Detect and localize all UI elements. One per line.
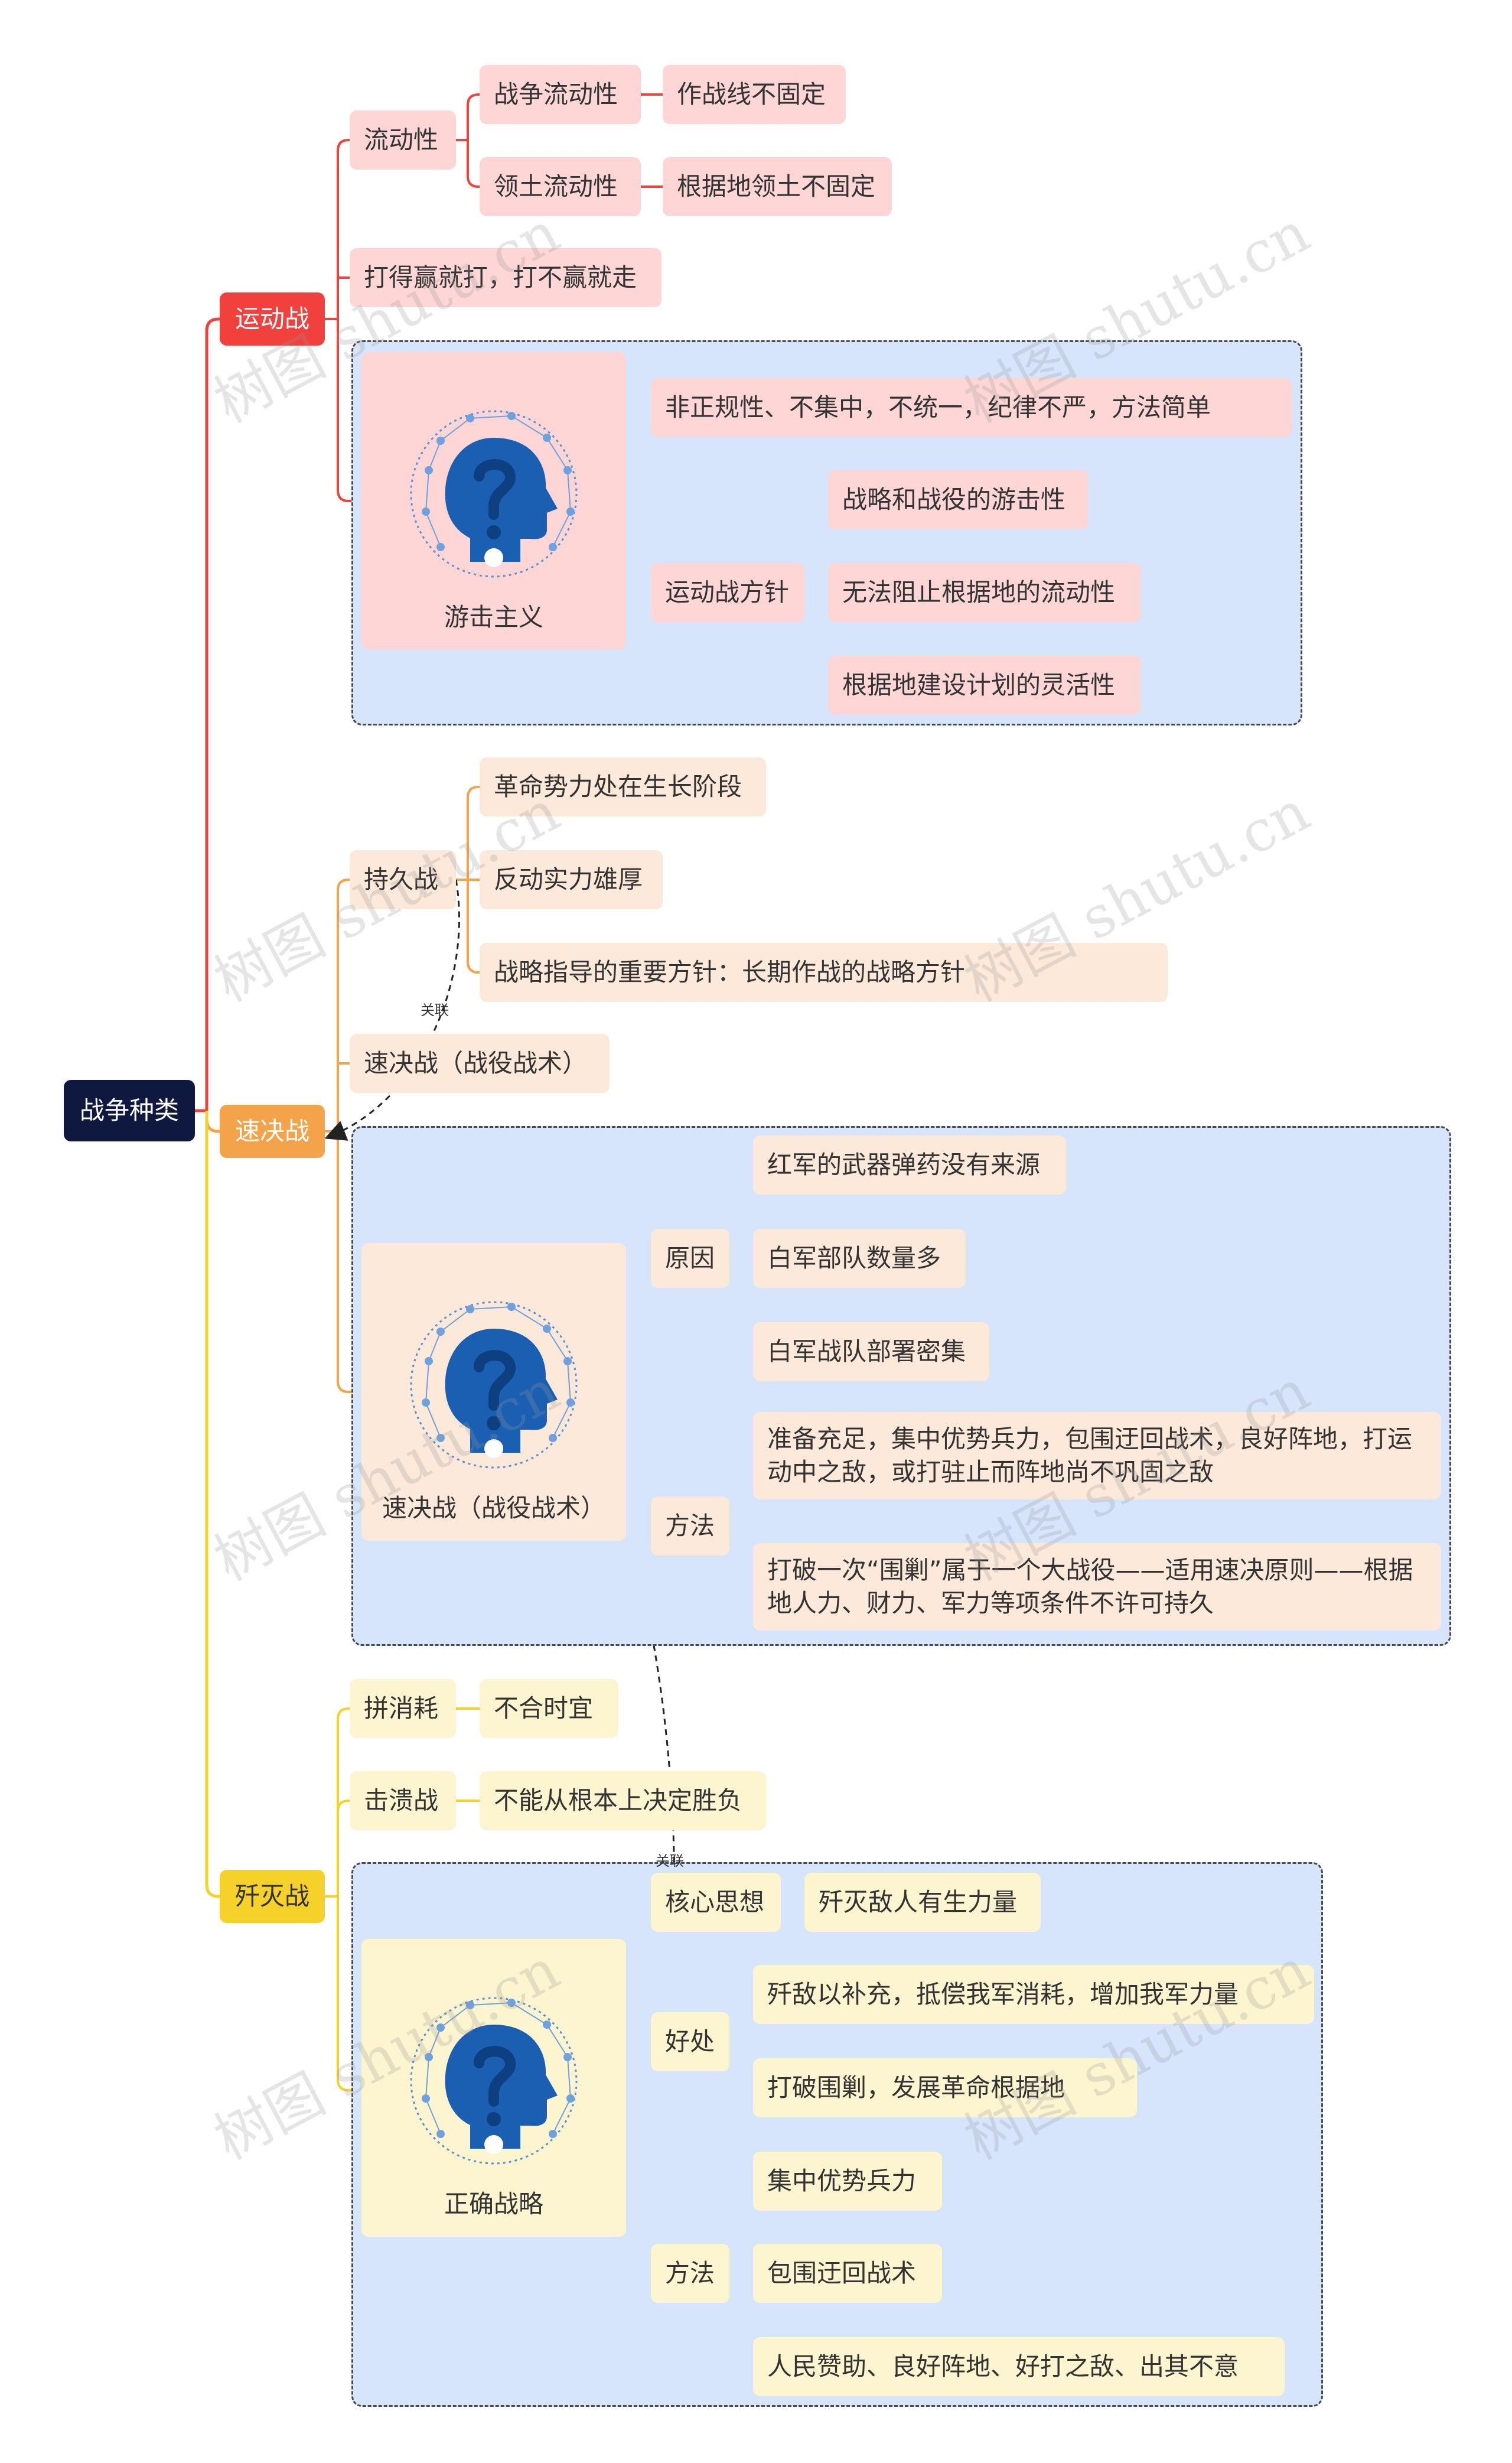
node-protracted-item-3[interactable]: 战略指导的重要方针：长期作战的战略方针 [480, 943, 1168, 1002]
node-protracted-item-1[interactable]: 革命势力处在生长阶段 [480, 757, 766, 816]
node-jm-method-item-2[interactable]: 包围迂回战术 [753, 2244, 942, 2303]
node-jm-method-item-3[interactable]: 人民赞助、良好阵地、好打之敌、出其不意 [753, 2337, 1285, 2396]
node-reason-item-1[interactable]: 红军的武器弹药没有来源 [753, 1135, 1066, 1195]
card-label: 游击主义 [444, 603, 543, 632]
card-label: 正确战略 [444, 2189, 543, 2218]
node-territory-mobility[interactable]: 领土流动性 [480, 157, 641, 216]
head-question-icon [410, 410, 578, 578]
node-protracted-item-2[interactable]: 反动实力雄厚 [480, 850, 663, 909]
node-attrition-child[interactable]: 不合时宜 [480, 1679, 618, 1738]
node-reason-item-2[interactable]: 白军部队数量多 [753, 1229, 966, 1288]
card-label: 速决战（战役战术） [382, 1494, 605, 1522]
root-node[interactable]: 战争种类 [64, 1080, 195, 1141]
node-reason-item-3[interactable]: 白军战队部署密集 [753, 1322, 989, 1381]
node-core-idea[interactable]: 核心思想 [651, 1873, 781, 1932]
node-benefit-item-1[interactable]: 歼敌以补充，抵偿我军消耗，增加我军力量 [753, 1965, 1314, 2024]
node-method-item-2[interactable]: 打破一次“围剿”属于一个大战役——适用速决原则——根据地人力、财力、军力等项条件… [753, 1543, 1441, 1631]
node-war-mobility[interactable]: 战争流动性 [480, 65, 641, 124]
node-benefit[interactable]: 好处 [651, 2012, 729, 2071]
node-jm-method-item-1[interactable]: 集中优势兵力 [753, 2152, 942, 2211]
node-method-item-1[interactable]: 准备充足，集中优势兵力，包围迂回战术，良好阵地，打运动中之敌，或打驻止而阵地尚不… [753, 1412, 1441, 1499]
node-mobile-warfare[interactable]: 运动战 [220, 292, 325, 346]
node-core-idea-child[interactable]: 歼灭敌人有生力量 [804, 1873, 1041, 1932]
node-benefit-item-2[interactable]: 打破围剿，发展革命根据地 [753, 2058, 1137, 2117]
head-question-icon [410, 1301, 578, 1469]
node-mobility[interactable]: 流动性 [350, 110, 456, 170]
node-guerrilla-features[interactable]: 非正规性、不集中，不统一，纪律不严，方法简单 [651, 378, 1292, 437]
relation-label[interactable]: 关联 [421, 1002, 449, 1019]
node-quick-decision-warfare[interactable]: 速决战 [220, 1105, 325, 1158]
node-method[interactable]: 方法 [651, 1496, 729, 1556]
node-territory-mobility-child[interactable]: 根据地领土不固定 [663, 157, 892, 216]
relation-label[interactable]: 关联 [656, 1853, 684, 1869]
node-annihilation-warfare[interactable]: 歼灭战 [220, 1870, 325, 1923]
card-guerrilla-ism[interactable]: 游击主义 [361, 352, 626, 650]
node-mobile-policy[interactable]: 运动战方针 [651, 563, 804, 622]
node-war-mobility-child[interactable]: 作战线不固定 [663, 65, 846, 124]
node-rout-child[interactable]: 不能从根本上决定胜负 [480, 1771, 766, 1830]
node-policy-item-2[interactable]: 无法阻止根据地的流动性 [828, 563, 1141, 622]
node-policy-item-3[interactable]: 根据地建设计划的灵活性 [828, 656, 1141, 715]
node-protracted-war[interactable]: 持久战 [350, 850, 456, 909]
node-rout[interactable]: 击溃战 [350, 1771, 456, 1830]
node-policy-item-1[interactable]: 战略和战役的游击性 [828, 470, 1088, 529]
head-question-icon [410, 1997, 578, 2165]
node-reason[interactable]: 原因 [651, 1229, 729, 1288]
card-quick-tactics[interactable]: 速决战（战役战术） [361, 1243, 626, 1541]
node-attrition[interactable]: 拼消耗 [350, 1679, 456, 1738]
node-quick-tactics[interactable]: 速决战（战役战术） [350, 1034, 610, 1093]
card-correct-strategy[interactable]: 正确战略 [361, 1939, 626, 2237]
node-jm-method[interactable]: 方法 [651, 2244, 729, 2303]
node-fight-or-leave[interactable]: 打得赢就打，打不赢就走 [350, 248, 662, 307]
